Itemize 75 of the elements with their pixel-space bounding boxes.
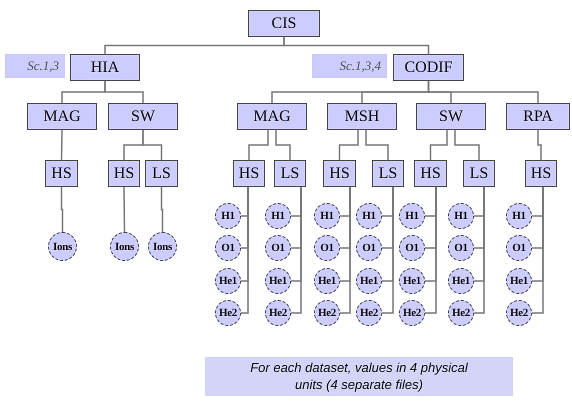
ion-circle: H1 — [314, 203, 340, 229]
tree-box: HS — [525, 160, 557, 187]
ion-circle: He2 — [314, 300, 340, 326]
ion-circle: O1 — [506, 235, 532, 261]
ion-circle: He1 — [356, 268, 382, 294]
ion-circle: O1 — [314, 235, 340, 261]
ion-circle: H1 — [399, 203, 425, 229]
ion-circle: He1 — [506, 268, 532, 294]
ion-circle: O1 — [215, 235, 241, 261]
tree-box: LS — [372, 160, 404, 187]
tree-box: CIS — [248, 10, 320, 37]
ion-circle: Ions — [110, 232, 139, 261]
ion-circle: H1 — [506, 203, 532, 229]
tree-box: SW — [108, 103, 178, 130]
connector-line — [160, 187, 164, 232]
tree-box: MSH — [327, 103, 397, 130]
ion-circle: He1 — [399, 268, 425, 294]
tree-box: CODIF — [393, 54, 464, 81]
ion-circle: H1 — [265, 203, 291, 229]
tree-box: SW — [416, 103, 486, 130]
connector-line — [428, 81, 539, 103]
connector-line — [248, 130, 269, 160]
tree-box: MAG — [27, 103, 97, 130]
tree-box: HS — [45, 160, 78, 187]
ion-circle: O1 — [399, 235, 425, 261]
tree-box: HS — [414, 160, 447, 187]
ion-circle: He2 — [356, 300, 382, 326]
ion-circle: He1 — [448, 268, 474, 294]
tree-box: HIA — [70, 54, 140, 81]
ion-circle: He1 — [265, 268, 291, 294]
connector-line — [60, 187, 64, 232]
tree-box: HS — [323, 160, 356, 187]
ion-circle: O1 — [448, 235, 474, 261]
ion-circle: He1 — [314, 268, 340, 294]
ion-circle: He2 — [448, 300, 474, 326]
ion-circle: He2 — [506, 300, 532, 326]
ion-circle: O1 — [356, 235, 382, 261]
ion-circle: He2 — [399, 300, 425, 326]
tree-box: LS — [145, 160, 178, 187]
ion-circle: He1 — [215, 268, 241, 294]
ion-circle: H1 — [356, 203, 382, 229]
tree-box: RPA — [506, 103, 570, 130]
tree-box: LS — [463, 160, 495, 187]
scenario-tag: Sc.1,3,4 — [312, 54, 387, 78]
connector-line — [123, 187, 126, 232]
connector-line — [537, 130, 542, 160]
connector-line — [365, 130, 389, 160]
connector-line — [532, 187, 544, 314]
scenario-tag: Sc.1,3 — [5, 54, 65, 78]
ion-circle: H1 — [448, 203, 474, 229]
connector-line — [60, 130, 63, 160]
ion-circle: H1 — [215, 203, 241, 229]
connector-line — [454, 130, 480, 160]
connector-line — [474, 187, 485, 314]
connector-line — [283, 37, 430, 54]
ion-circle: He2 — [215, 300, 241, 326]
connector-line — [275, 130, 291, 160]
connector-line — [430, 130, 448, 160]
ion-circle: O1 — [265, 235, 291, 261]
connector-line — [291, 187, 302, 314]
connector-line — [338, 130, 359, 160]
tree-box: HS — [233, 160, 265, 187]
connector-line — [104, 81, 144, 103]
tree-box: MAG — [237, 103, 307, 130]
note-box: For each dataset, values in 4 physical units (4 separate files) — [205, 357, 513, 396]
connector-line — [340, 187, 351, 314]
tree-box: LS — [274, 160, 306, 187]
ion-circle: Ions — [148, 232, 177, 261]
ion-circle: Ions — [48, 232, 77, 261]
ion-circle: He2 — [265, 300, 291, 326]
connector-line — [241, 187, 249, 314]
tree-box: HS — [108, 160, 140, 187]
connector-line — [142, 130, 162, 160]
connector-line — [382, 187, 394, 314]
connector-line — [425, 187, 437, 314]
